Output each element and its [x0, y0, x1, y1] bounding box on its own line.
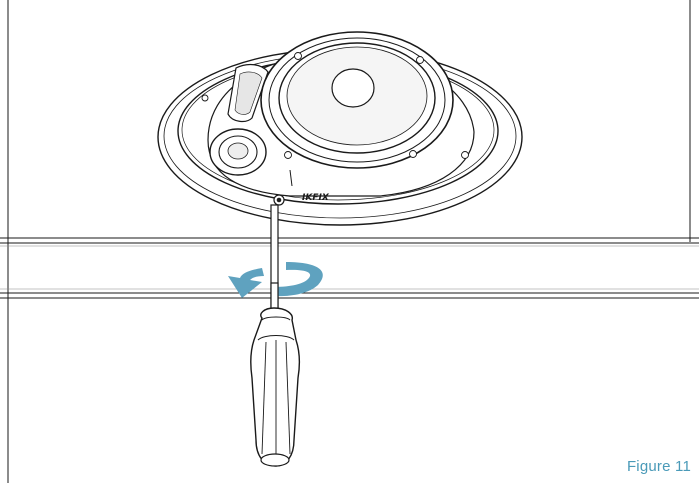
brand-mark: IKFIX [302, 193, 330, 203]
screwdriver-icon [249, 307, 301, 467]
figure-caption: Figure 11 [626, 458, 691, 475]
ceiling-rail [0, 237, 699, 299]
frame-lines [7, 0, 691, 483]
ceiling-mount-camera-icon [157, 31, 523, 226]
rotate-arrow-icon [228, 262, 323, 298]
